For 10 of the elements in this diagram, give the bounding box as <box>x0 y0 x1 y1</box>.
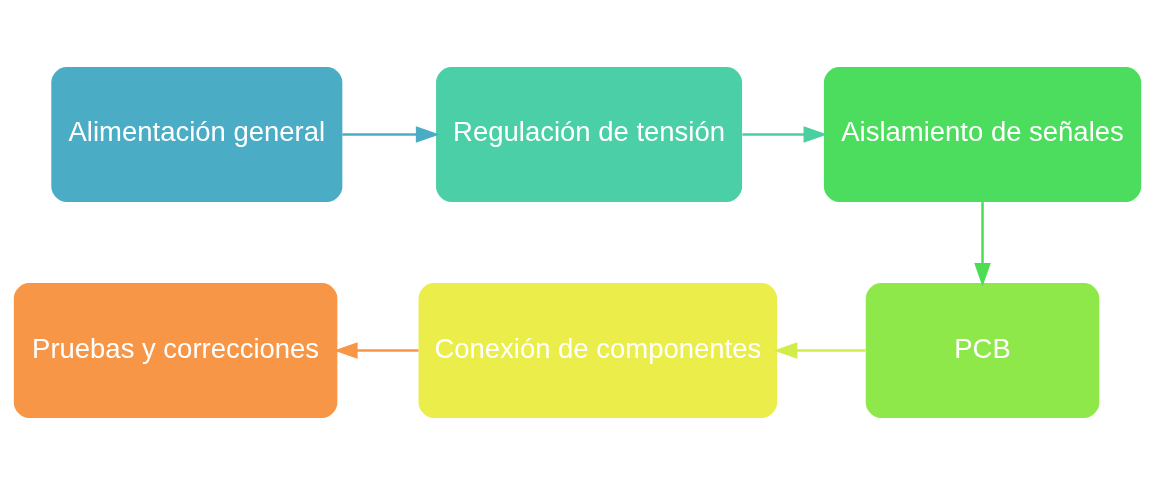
arrow <box>974 202 991 287</box>
node-box: Regulación de tensión <box>436 67 743 202</box>
node-box: Pruebas y correcciones <box>13 283 338 418</box>
node-box: Alimentación general <box>51 67 343 202</box>
node-box: Conexión de componentes <box>418 283 778 418</box>
arrow <box>742 126 828 143</box>
node-box: PCB <box>865 283 1100 418</box>
node-box: Aislamiento de señales <box>823 67 1142 202</box>
arrow <box>773 342 866 359</box>
arrow <box>342 126 440 143</box>
